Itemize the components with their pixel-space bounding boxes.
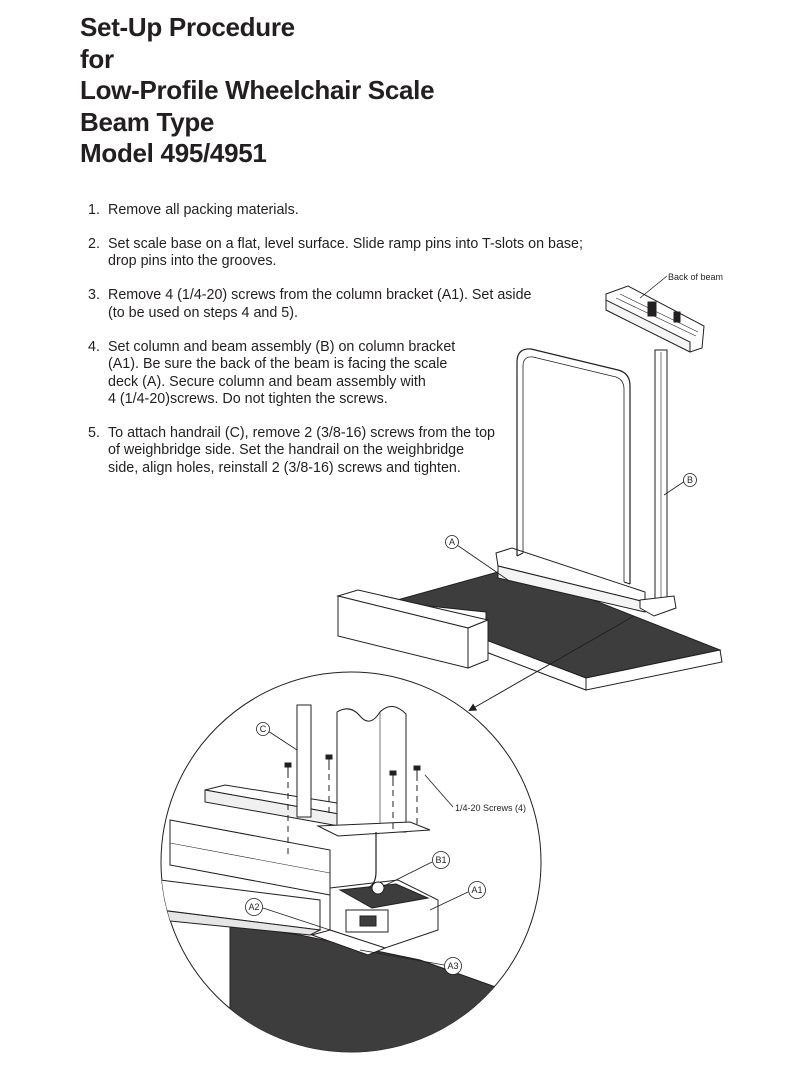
step-text: of weighbridge side. Set the handrail on… <box>108 442 465 459</box>
step-text: deck (A). Secure column and beam assembl… <box>108 373 426 390</box>
screws <box>284 754 421 856</box>
step-text: drop pins into the grooves. <box>108 253 277 270</box>
title-line: Set-Up Procedure <box>80 12 295 42</box>
callout-b1: B1 <box>435 855 446 865</box>
screw-icon <box>325 754 333 816</box>
title-line: Low-Profile Wheelchair Scale <box>80 75 435 105</box>
callout-b: B <box>687 475 693 485</box>
step-number: 5. <box>88 425 100 442</box>
step-1: 1. Remove all packing materials. <box>88 202 583 219</box>
callout-screws: 1/4-20 Screws (4) <box>455 803 526 813</box>
step-number: 1. <box>88 202 100 218</box>
title-line: for <box>80 43 114 74</box>
screw-icon <box>284 762 292 856</box>
callout-back-of-beam: Back of beam <box>668 272 723 282</box>
step-text: 4 (1/4-20)screws. Do not tighten the scr… <box>108 391 388 408</box>
step-5: 5. To attach handrail (C), remove 2 (3/8… <box>88 425 583 477</box>
step-number: 2. <box>88 236 100 252</box>
step-text: Remove 4 (1/4-20) screws from the column… <box>108 287 532 304</box>
step-text: (to be used on steps 4 and 5). <box>108 304 298 321</box>
callout-a2: A2 <box>248 902 259 912</box>
procedure-steps: 1. Remove all packing materials. 2. Set … <box>88 202 583 494</box>
weighbridge-side <box>495 547 646 603</box>
step-number: 3. <box>88 287 100 304</box>
beam-head <box>605 285 705 353</box>
step-text: Remove all packing materials. <box>108 202 299 218</box>
callout-a3: A3 <box>447 961 458 971</box>
detail-callouts: C 1/4-20 Screws (4) B1 A1 A2 A3 <box>245 722 526 975</box>
upper-callouts: Back of beam B A <box>445 272 723 581</box>
handrail-post <box>296 704 312 818</box>
scale-assembly-drawing <box>336 285 723 691</box>
column-detail <box>336 706 407 833</box>
screw-icon <box>413 765 421 826</box>
detail-arrow <box>468 615 635 711</box>
step-text: Set scale base on a flat, level surface.… <box>108 236 583 252</box>
callout-a: A <box>449 537 455 547</box>
step-text: (A1). Be sure the back of the beam is fa… <box>108 356 448 373</box>
title-line: Model 495/4951 <box>80 138 267 168</box>
step-3: 3. Remove 4 (1/4-20) screws from the col… <box>88 287 583 322</box>
screw-icon <box>389 770 397 830</box>
step-2: 2. Set scale base on a flat, level surfa… <box>88 236 583 271</box>
step-text: Set column and beam assembly (B) on colu… <box>108 338 456 355</box>
step-4: 4. Set column and beam assembly (B) on c… <box>88 339 583 409</box>
title-line: Beam Type <box>80 106 215 137</box>
step-text: side, align holes, reinstall 2 (3/8-16) … <box>108 459 461 476</box>
document-title: Set-Up Procedure for Low-Profile Wheelch… <box>80 12 435 170</box>
step-text: To attach handrail (C), remove 2 (3/8-16… <box>108 425 495 442</box>
handrail <box>516 348 631 584</box>
callout-a1: A1 <box>471 885 482 895</box>
callout-c: C <box>260 724 267 734</box>
step-number: 4. <box>88 338 100 355</box>
detail-view: C 1/4-20 Screws (4) B1 A1 A2 A3 <box>160 671 542 1053</box>
